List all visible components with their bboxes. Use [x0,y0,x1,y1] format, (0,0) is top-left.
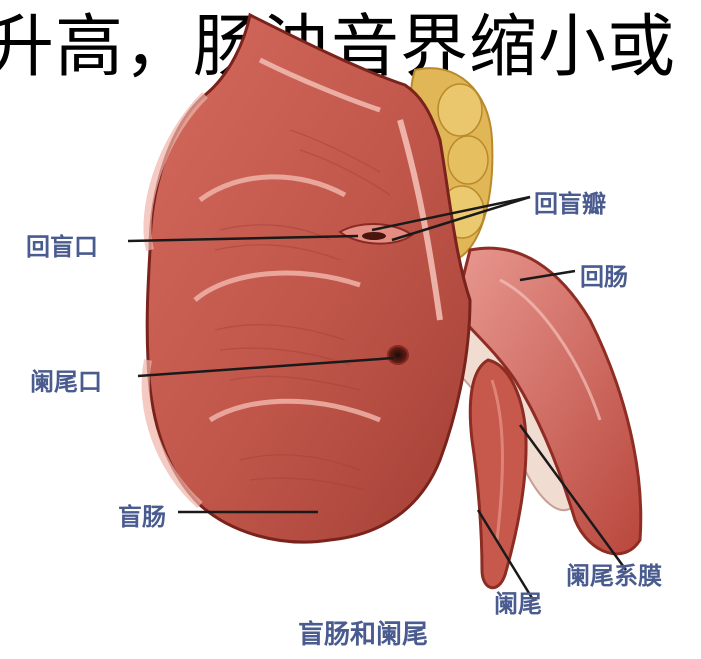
figure-caption: 盲肠和阑尾 [298,614,428,651]
label-ileocecal-orifice: 回盲口 [26,227,98,262]
label-ileocecal-valve: 回盲瓣 [534,184,606,219]
label-appendix-orifice: 阑尾口 [30,362,102,397]
label-cecum: 盲肠 [118,497,166,532]
appendix-shape [470,360,526,588]
appendix-orifice-shape [388,346,408,364]
label-appendix: 阑尾 [494,584,542,619]
label-mesoappendix: 阑尾系膜 [566,556,662,591]
label-ileum: 回肠 [580,257,628,292]
ileocecal-orifice-shape [362,232,386,240]
